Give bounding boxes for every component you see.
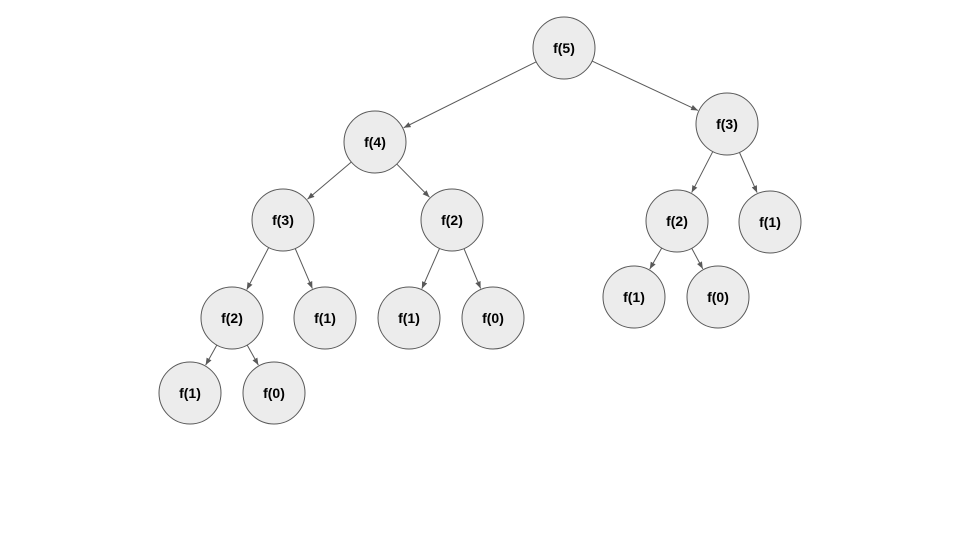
- node-label: f(2): [666, 213, 688, 229]
- tree-node-n1a: f(1): [293, 286, 357, 350]
- node-circle: [686, 265, 750, 329]
- node-label: f(2): [441, 212, 463, 228]
- tree-node-n2b: f(2): [200, 286, 264, 350]
- edge-n2a-n1b: [421, 248, 441, 289]
- node-label: f(5): [553, 40, 575, 56]
- node-circle: [602, 265, 666, 329]
- node-label: f(1): [623, 289, 645, 305]
- edge-n5-n4: [403, 61, 537, 129]
- edge-n2a-n0a: [463, 248, 482, 289]
- tree-node-n1d: f(1): [158, 361, 222, 425]
- tree-node-n3r: f(3): [695, 92, 759, 156]
- node-circle: [420, 188, 484, 252]
- edge-n2c-n0c: [691, 248, 704, 270]
- tree-node-n0c: f(0): [686, 265, 750, 329]
- tree-node-n1c: f(1): [602, 265, 666, 329]
- node-label: f(0): [263, 385, 285, 401]
- edges-layer: [205, 60, 758, 366]
- nodes-layer: f(5) f(4) f(3) f(3) f(2) f(2) f(1) f(2) f(1) f(1)…: [158, 16, 802, 425]
- node-circle: [461, 286, 525, 350]
- node-label: f(2): [221, 310, 243, 326]
- node-label: f(3): [716, 116, 738, 132]
- node-label: f(3): [272, 212, 294, 228]
- tree-node-n4: f(4): [343, 110, 407, 174]
- node-circle: [738, 190, 802, 254]
- node-circle: [377, 286, 441, 350]
- tree-node-n1b: f(1): [377, 286, 441, 350]
- node-circle: [343, 110, 407, 174]
- node-label: f(1): [398, 310, 420, 326]
- node-label: f(4): [364, 134, 386, 150]
- node-label: f(0): [482, 310, 504, 326]
- edge-n2b-n1d: [205, 344, 218, 366]
- edge-n2c-n1c: [649, 247, 663, 270]
- node-circle: [532, 16, 596, 80]
- edge-n3l-n2b: [246, 247, 270, 290]
- edge-n2b-n0b: [246, 344, 259, 366]
- edge-n5-n3r: [591, 60, 699, 111]
- node-label: f(1): [179, 385, 201, 401]
- tree-node-n2a: f(2): [420, 188, 484, 252]
- node-label: f(1): [314, 310, 336, 326]
- edge-n3r-n2c: [691, 151, 714, 193]
- node-circle: [158, 361, 222, 425]
- node-circle: [242, 361, 306, 425]
- tree-node-n3l: f(3): [251, 188, 315, 252]
- edge-n3r-n1r: [738, 152, 758, 193]
- node-circle: [645, 189, 709, 253]
- node-label: f(1): [759, 214, 781, 230]
- edge-n3l-n1a: [294, 248, 313, 289]
- edge-n4-n3l: [307, 161, 352, 200]
- node-circle: [251, 188, 315, 252]
- tree-node-n2c: f(2): [645, 189, 709, 253]
- node-circle: [293, 286, 357, 350]
- edge-n4-n2a: [396, 163, 430, 198]
- tree-node-n0a: f(0): [461, 286, 525, 350]
- tree-node-n0b: f(0): [242, 361, 306, 425]
- node-label: f(0): [707, 289, 729, 305]
- node-circle: [200, 286, 264, 350]
- node-circle: [695, 92, 759, 156]
- tree-node-n1r: f(1): [738, 190, 802, 254]
- tree-node-n5: f(5): [532, 16, 596, 80]
